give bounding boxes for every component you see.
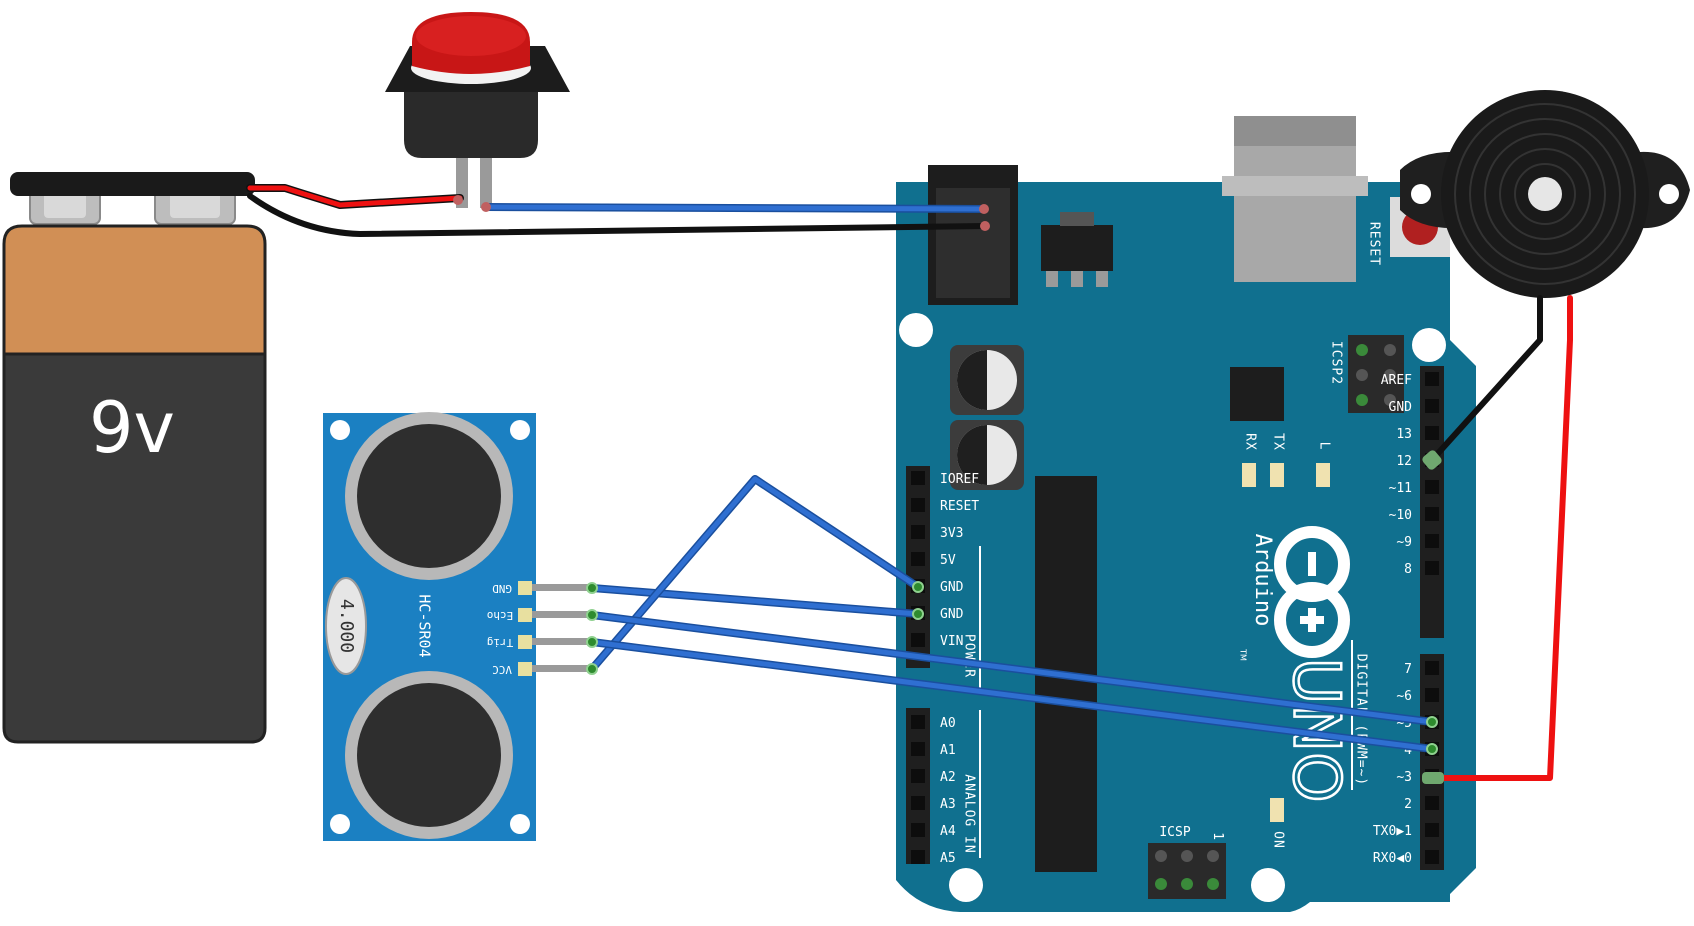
power-pin-socket: [911, 552, 925, 566]
wire-buzzer-gnd: [1429, 295, 1543, 463]
digital-pin-label: 2: [1404, 797, 1412, 812]
digital-pin-socket: [1425, 561, 1439, 575]
power-pin-socket: [911, 498, 925, 512]
power-pin-socket: [911, 633, 925, 647]
digital-pin-label: RX0◀0: [1373, 851, 1412, 866]
power-pin-label: RESET: [940, 499, 979, 514]
power-pin-label: IOREF: [940, 472, 979, 487]
digital-pin-label: ~3: [1396, 770, 1412, 785]
icsp-pin1-label: 1: [1210, 832, 1225, 840]
power-header-title: POWER: [962, 634, 977, 678]
push-button[interactable]: [385, 12, 570, 208]
analog-pin-label: A4: [940, 824, 956, 839]
analog-pin-socket: [911, 769, 925, 783]
digital-pin-label: ~6: [1396, 689, 1412, 704]
digital-pin-socket: [1425, 507, 1439, 521]
digital-pin-socket: [1425, 399, 1439, 413]
sensor-model-label: HC-SR04: [416, 594, 434, 657]
digital-pin-label: 12: [1396, 454, 1412, 469]
analog-pin-label: A5: [940, 851, 956, 866]
wire-sensor-vcc: [588, 475, 922, 673]
analog-pin-socket: [911, 742, 925, 756]
digital-upper-pin-group: AREF GND 13 12 ~11 ~10 ~9 8: [1381, 372, 1439, 577]
digital-pin-label: 4: [1404, 743, 1412, 758]
analog-pin-socket: [911, 715, 925, 729]
arduino-infinity-icon: [1274, 526, 1350, 658]
digital-pin-socket: [1425, 850, 1439, 864]
analog-pin-label: A1: [940, 743, 956, 758]
power-pin-label: 3V3: [940, 526, 963, 541]
led-on-label: ON: [1271, 831, 1286, 849]
crystal-label: 4.000: [336, 599, 357, 653]
digital-pin-label: ~10: [1389, 508, 1412, 523]
digital-pin-socket: [1425, 534, 1439, 548]
piezo-buzzer: [1400, 90, 1690, 298]
analog-pin-socket: [911, 823, 925, 837]
wire-battery-black: [247, 193, 988, 237]
digital-pin-socket: [1425, 823, 1439, 837]
digital-pin-socket: [1425, 796, 1439, 810]
digital-pin-socket: [1425, 426, 1439, 440]
arduino-uno-board: RESET ICSP2 RX TX L ON Arduino TM UNO: [896, 116, 1476, 912]
battery: 9v: [2, 172, 267, 744]
digital-pin-socket: [1425, 661, 1439, 675]
digital-pin-socket: [1425, 480, 1439, 494]
wire-buzzer-signal: [1429, 295, 1573, 781]
icsp-label: ICSP: [1159, 825, 1190, 840]
digital-pin-label: TX0▶1: [1373, 824, 1412, 839]
analog-pin-label: A2: [940, 770, 956, 785]
analog-pin-label: A3: [940, 797, 956, 812]
arduino-brand-label: Arduino: [1250, 534, 1275, 627]
power-pin-label: GND: [940, 580, 964, 595]
digital-pin-label: GND: [1389, 400, 1413, 415]
digital-pin-label: ~9: [1396, 535, 1412, 550]
digital-pin-label: 7: [1404, 662, 1412, 677]
digital-pin-socket: [1425, 372, 1439, 386]
analog-header-title: ANALOG IN: [962, 774, 977, 853]
power-pin-socket: [911, 525, 925, 539]
power-pin-label: GND: [940, 607, 964, 622]
reset-label: RESET: [1367, 222, 1382, 266]
arduino-tm-label: TM: [1239, 648, 1248, 661]
analog-pin-label: A0: [940, 716, 956, 731]
sensor-pin-echo: Echo: [487, 609, 514, 622]
led-rx-label: RX: [1243, 433, 1258, 451]
power-pin-label: 5V: [940, 553, 956, 568]
icsp2-label: ICSP2: [1329, 341, 1344, 385]
digital-pin-label: AREF: [1381, 373, 1412, 388]
analog-pin-socket: [911, 850, 925, 864]
digital-pin-socket: [1425, 688, 1439, 702]
hc-sr04-sensor: 4.000 HC-SR04 GND Echo Trig VCC: [323, 412, 592, 841]
sensor-pin-gnd: GND: [492, 582, 512, 595]
analog-pin-socket: [911, 796, 925, 810]
power-pin-group: IOREF RESET 3V3 5V GND GND VIN: [911, 471, 979, 649]
digital-header-lower: [1420, 654, 1444, 870]
digital-pin-label: ~11: [1389, 481, 1412, 496]
power-pin-socket: [911, 471, 925, 485]
analog-header: [906, 708, 930, 864]
led-tx-label: TX: [1271, 433, 1286, 451]
digital-header-title: DIGITAL (PWM=~): [1354, 654, 1369, 786]
wires: [246, 184, 1573, 784]
digital-pin-label: 13: [1396, 427, 1412, 442]
sensor-pin-vcc: VCC: [492, 663, 512, 676]
power-pin-label: VIN: [940, 634, 963, 649]
digital-pin-label: 8: [1404, 562, 1412, 577]
led-l-label: L: [1317, 442, 1332, 451]
battery-label: 9v: [89, 387, 175, 469]
sensor-pin-trig: Trig: [487, 636, 514, 649]
